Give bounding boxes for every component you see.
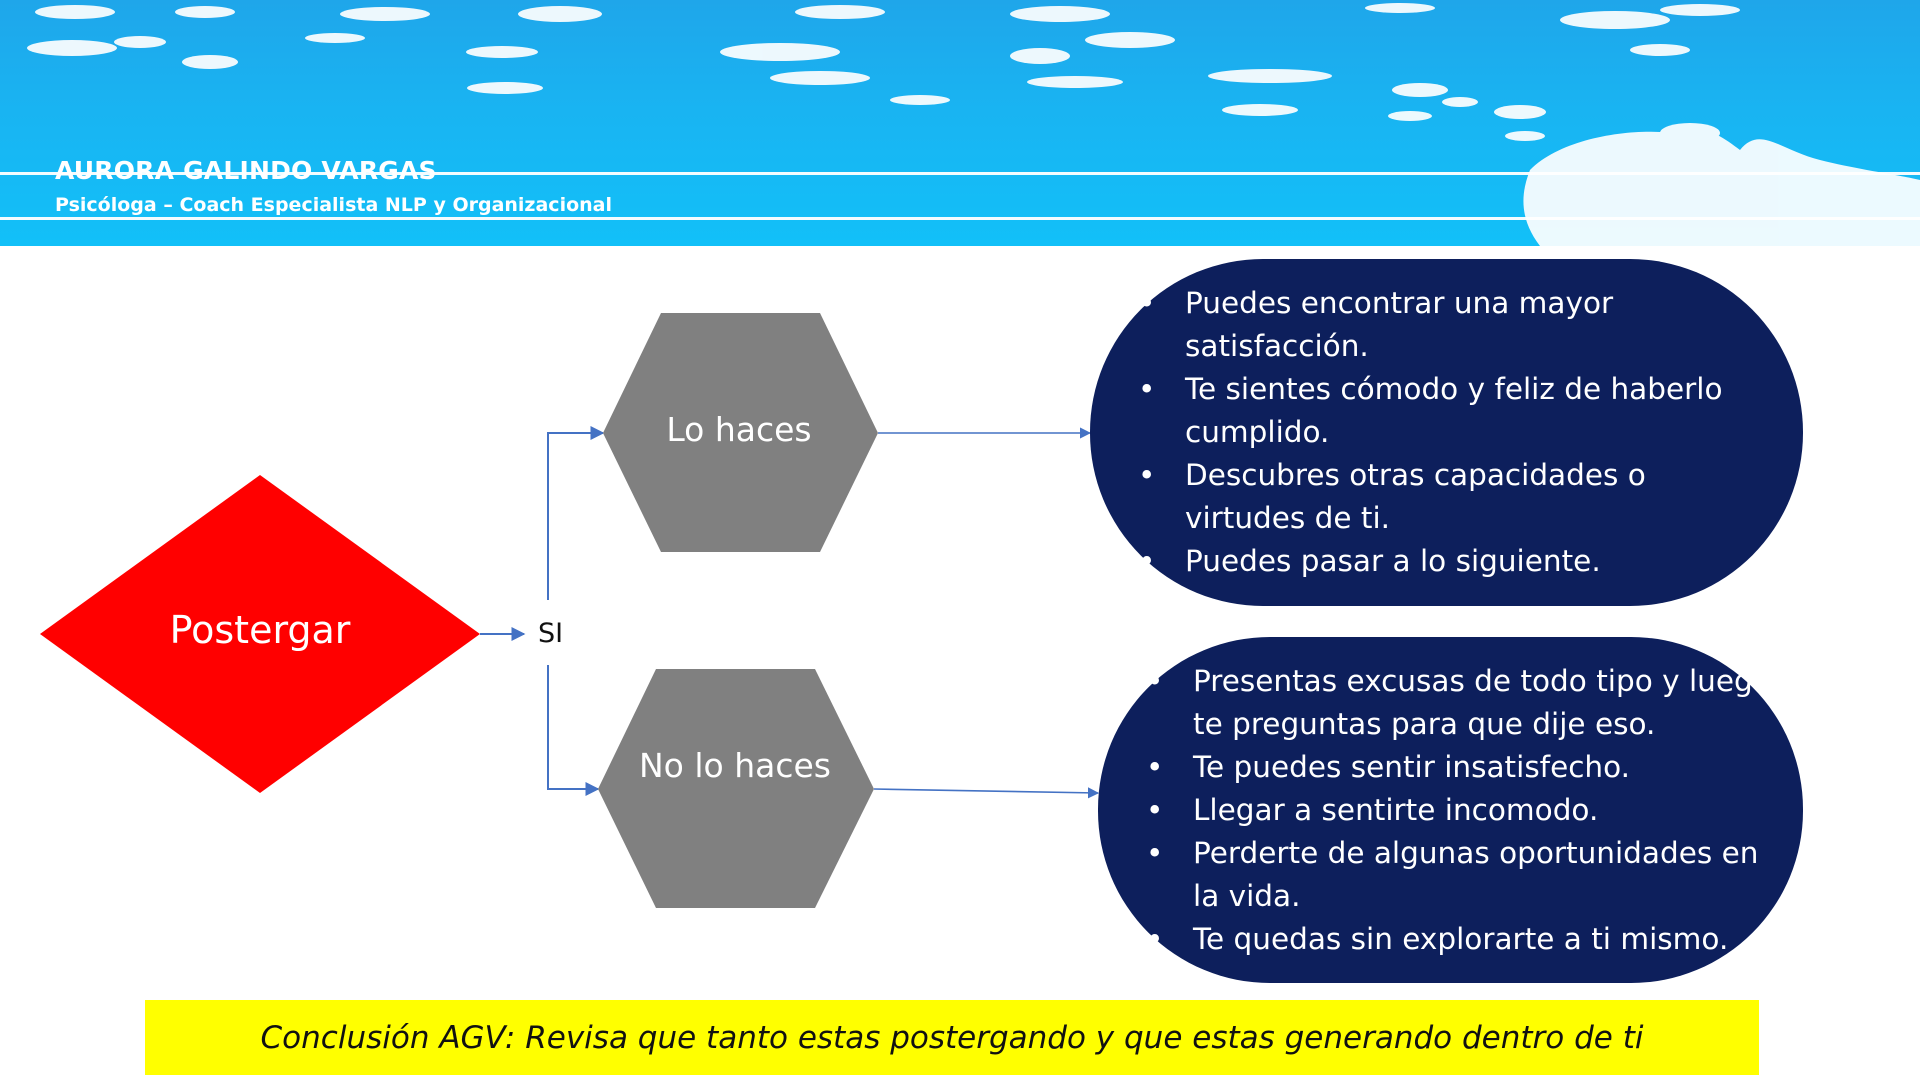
no-lo-haces-label: No lo haces [639, 746, 831, 785]
list-item: Descubres otras capacidades o virtudes d… [1138, 454, 1748, 540]
header-banner: AURORA GALINDO VARGAS Psicóloga – Coach … [0, 0, 1920, 246]
header-rule-top [0, 172, 1920, 175]
author-name: AURORA GALINDO VARGAS [55, 156, 437, 185]
list-item: Puedes pasar a lo siguiente. [1138, 540, 1748, 583]
postergar-diamond [40, 475, 480, 793]
connector-no-lo-haces-to-consequences [873, 787, 1100, 799]
list-item: Presentas excusas de todo tipo y luego t… [1146, 660, 1771, 746]
author-role: Psicóloga – Coach Especialista NLP y Org… [55, 194, 612, 216]
list-item: Perderte de algunas oportunidades en la … [1146, 832, 1771, 918]
conclusion-text: Conclusión AGV: Revisa que tanto estas p… [260, 1019, 1644, 1056]
list-item: Puedes encontrar una mayor satisfacción. [1138, 282, 1748, 368]
conclusion-banner: Conclusión AGV: Revisa que tanto estas p… [145, 1000, 1759, 1075]
si-label: SI [538, 618, 564, 649]
list-item: Te puedes sentir insatisfecho. [1146, 746, 1771, 789]
postergar-label: Postergar [169, 608, 351, 652]
no-lo-haces-hexagon [598, 669, 874, 908]
list-item: Te sientes cómodo y feliz de haberlo cum… [1138, 368, 1748, 454]
lo-haces-label: Lo haces [666, 410, 812, 449]
connector-si-to-no-lo-haces [547, 665, 600, 796]
lo-haces-hexagon [603, 313, 878, 552]
sky-clouds-decoration [27, 3, 1920, 246]
header-rule-bottom [0, 217, 1920, 220]
positive-consequences-list: Puedes encontrar una mayor satisfacción.… [1138, 282, 1748, 583]
connector-si-to-lo-haces [547, 426, 605, 600]
list-item: Te quedas sin explorarte a ti mismo. [1146, 918, 1771, 961]
negative-consequences-list: Presentas excusas de todo tipo y luego t… [1146, 660, 1771, 961]
list-item: Llegar a sentirte incomodo. [1146, 789, 1771, 832]
